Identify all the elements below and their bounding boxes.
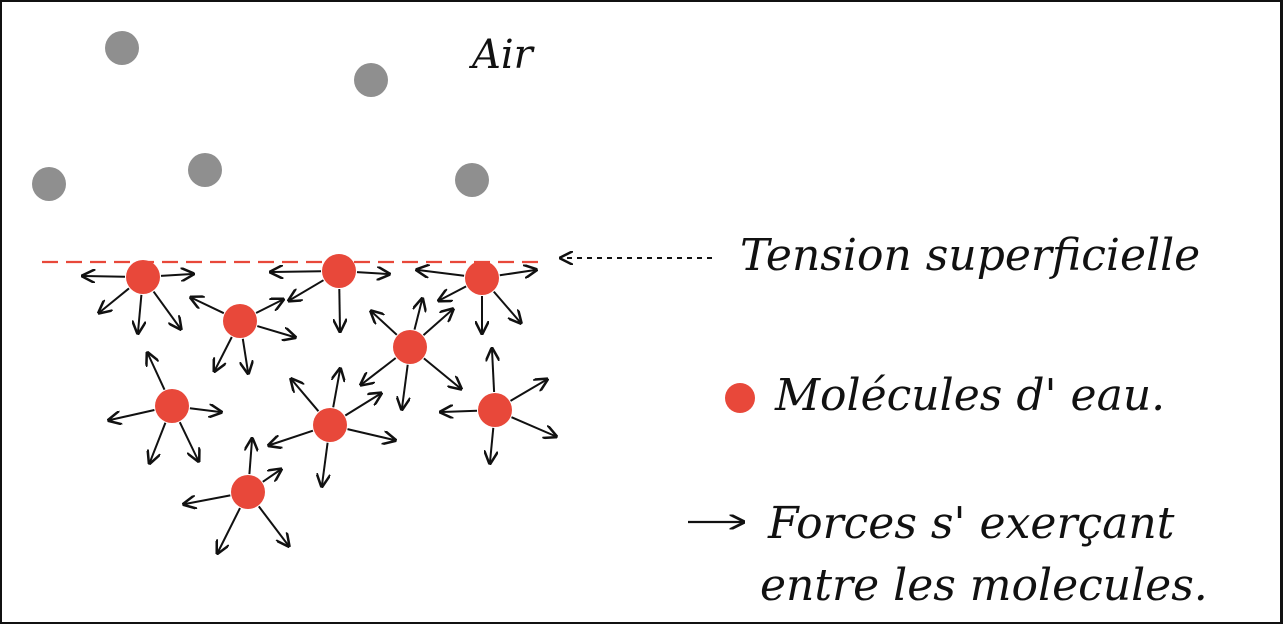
force-arrow — [422, 310, 453, 336]
force-arrow — [138, 294, 141, 332]
force-arrow — [402, 364, 408, 408]
water-molecule — [322, 254, 356, 288]
force-arrow — [492, 350, 494, 393]
force-arrow — [356, 272, 388, 274]
force-arrow — [372, 312, 398, 336]
force-arrow — [262, 470, 280, 483]
force-arrow — [100, 287, 130, 312]
force-arrow — [189, 408, 220, 412]
force-arrow — [362, 357, 397, 384]
water-molecule — [393, 330, 427, 364]
force-arrow — [499, 270, 535, 275]
water-molecule — [313, 408, 347, 442]
force-arrow — [511, 416, 556, 436]
force-arrow — [185, 494, 231, 504]
legend-forces-label-line2: entre les molecules. — [760, 560, 1208, 611]
air-molecule — [455, 163, 489, 197]
force-arrow — [152, 291, 180, 328]
surface-tension-label: Tension superficielle — [740, 230, 1200, 281]
force-arrow — [272, 271, 322, 272]
force-arrows — [84, 270, 555, 552]
water-molecule — [231, 475, 265, 509]
force-arrow — [215, 336, 233, 370]
force-arrow — [423, 357, 460, 388]
force-arrow — [148, 354, 166, 391]
air-molecule — [105, 31, 139, 65]
water-molecule — [155, 389, 189, 423]
water-molecule — [478, 393, 512, 427]
force-arrow — [84, 276, 126, 277]
force-arrow — [344, 394, 380, 417]
force-arrow — [150, 422, 167, 462]
air-molecule — [188, 153, 222, 187]
legend-molecules-label: Molécules d' eau. — [774, 370, 1165, 421]
force-arrow — [257, 325, 294, 337]
force-arrow — [347, 428, 395, 440]
force-arrow — [110, 409, 155, 420]
air-molecule — [32, 167, 66, 201]
force-arrow — [255, 300, 282, 314]
water-molecule — [126, 260, 160, 294]
force-arrow — [493, 290, 520, 322]
force-arrow — [442, 411, 478, 412]
force-arrow — [249, 440, 252, 475]
legend-molecule-swatch — [725, 383, 755, 413]
force-arrow — [160, 274, 192, 276]
force-arrow — [415, 300, 423, 330]
force-arrow — [243, 338, 248, 372]
water-molecule — [465, 261, 499, 295]
force-arrow — [192, 298, 225, 315]
air-molecule — [354, 63, 388, 97]
air-molecules — [32, 31, 489, 201]
force-arrow — [490, 427, 493, 462]
legend: Molécules d' eau. Forces s' exerçant ent… — [688, 370, 1208, 611]
force-arrow — [178, 421, 198, 460]
air-label: Air — [468, 32, 536, 78]
legend-forces-label-line1: Forces s' exerçant — [767, 498, 1175, 549]
water-molecules — [126, 254, 512, 509]
force-arrow — [440, 285, 467, 300]
force-arrow — [418, 270, 465, 276]
force-arrow — [509, 380, 547, 402]
force-arrow — [258, 505, 288, 545]
force-arrow — [322, 442, 328, 485]
force-arrow — [292, 380, 320, 412]
force-arrow — [218, 507, 241, 552]
force-arrow — [290, 279, 325, 300]
water-molecule — [223, 304, 257, 338]
force-arrow — [333, 370, 340, 408]
force-arrow — [270, 429, 314, 445]
force-arrow — [339, 288, 340, 330]
